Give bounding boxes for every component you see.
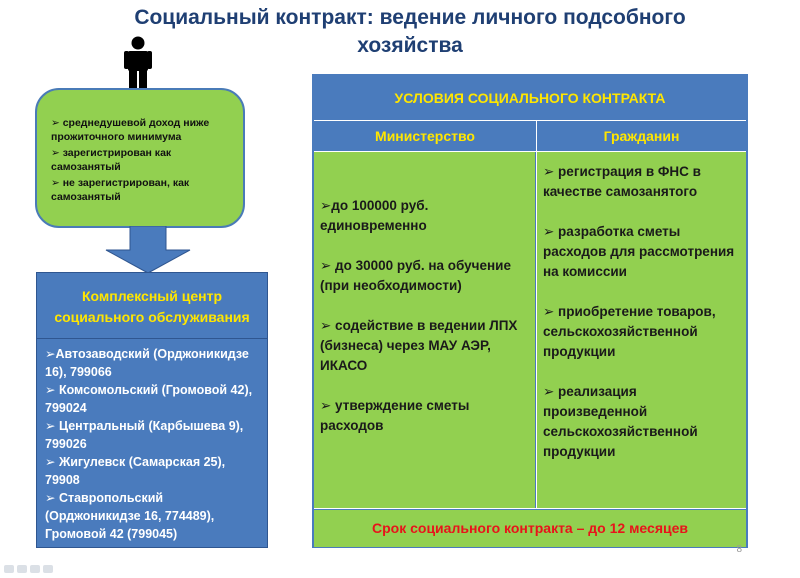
eligibility-item: ➢ среднедушевой доход ниже прожиточного … — [51, 117, 210, 143]
eligibility-box: ➢ среднедушевой доход ниже прожиточного … — [35, 88, 245, 228]
slideshow-toolbar[interactable] — [4, 560, 64, 573]
slide-title-line2: хозяйства — [357, 34, 463, 57]
eligibility-item: ➢ зарегистрирован как самозанятый — [51, 147, 172, 173]
center-item: ➢ Центральный (Карбышева 9), 799026 — [45, 419, 244, 451]
center-item: ➢ Ставропольский (Орджоникидзе 16, 77448… — [45, 491, 215, 541]
conditions-title: УСЛОВИЯ СОЦИАЛЬНОГО КОНТРАКТА — [314, 76, 746, 121]
pen-icon[interactable] — [17, 565, 27, 573]
center-item: ➢ Комсомольский (Громовой 42), 799024 — [45, 383, 253, 415]
citizen-item: ➢ регистрация в ФНС в качестве самозанят… — [543, 164, 701, 199]
center-item: ➢Автозаводский (Орджоникидзе 16), 799066 — [45, 347, 249, 379]
ministry-item: ➢ утверждение сметы расходов — [320, 398, 470, 433]
ministry-item: ➢до 100000 руб. единовременно — [320, 198, 429, 233]
ministry-item: ➢ до 30000 руб. на обучение (при необход… — [320, 258, 511, 293]
citizen-item: ➢ разработка сметы расходов для рассмотр… — [543, 224, 735, 279]
social-center-header: Комплексный центр социального обслуживан… — [36, 272, 268, 338]
prev-slide-icon[interactable] — [4, 565, 14, 573]
person-icon — [124, 36, 152, 92]
down-arrow-icon — [105, 226, 191, 274]
citizen-item: ➢ приобретение товаров, сельскохозяйстве… — [543, 304, 716, 359]
eligibility-item: ➢ не зарегистрирован, как самозанятый — [51, 177, 190, 203]
citizen-cell: ➢ регистрация в ФНС в качестве самозанят… — [537, 152, 746, 508]
slide-number: 8 — [736, 544, 742, 555]
slide-title-line1: Социальный контракт: ведение личного под… — [134, 6, 686, 29]
conditions-table: УСЛОВИЯ СОЦИАЛЬНОГО КОНТРАКТА Министерст… — [312, 74, 748, 548]
next-slide-icon[interactable] — [43, 565, 53, 573]
ministry-cell: ➢до 100000 руб. единовременно ➢ до 30000… — [314, 152, 536, 508]
slide-title: Социальный контракт: ведение личного под… — [60, 4, 760, 60]
citizen-item: ➢ реализация произведенной сельскохозяйс… — [543, 384, 698, 459]
menu-icon[interactable] — [30, 565, 40, 573]
column-header-ministry: Министерство — [314, 121, 537, 151]
center-item: ➢ Жигулевск (Самарская 25), 79908 — [45, 455, 226, 487]
social-center-list: ➢Автозаводский (Орджоникидзе 16), 799066… — [36, 338, 268, 548]
ministry-item: ➢ содействие в ведении ЛПХ (бизнеса) чер… — [320, 318, 518, 373]
contract-term: Срок социального контракта – до 12 месяц… — [314, 509, 746, 547]
column-header-citizen: Гражданин — [537, 121, 746, 151]
